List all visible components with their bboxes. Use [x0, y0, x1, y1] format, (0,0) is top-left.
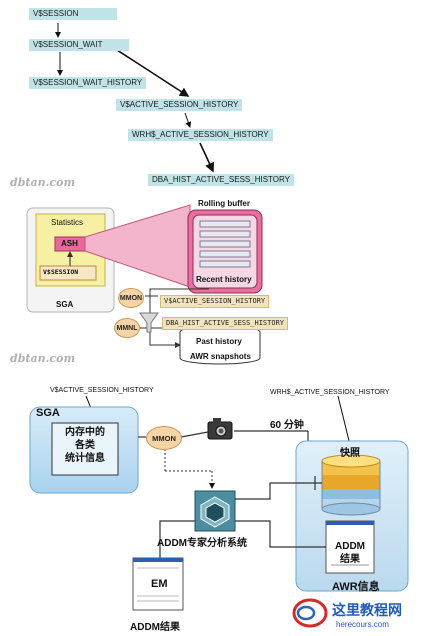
- dba-hist-active-sess-history-tag: DBA_HIST_ACTIVE_SESS_HISTORY: [162, 317, 289, 330]
- ash-diagram-shapes: [26, 204, 263, 365]
- mmnl-process: MMNL: [114, 318, 140, 338]
- logo-url: herecours.com: [336, 620, 389, 629]
- wrh-active-session-history-caption: WRH$_ACTIVE_SESSION_HISTORY: [270, 389, 390, 396]
- dba-hist-active-sess-history-box: DBA_HIST_ACTIVE_SESS_HISTORY: [148, 174, 294, 186]
- awr-info-label: AWR信息: [332, 581, 380, 593]
- v-active-session-history-box: V$ACTIVE_SESSION_HISTORY: [116, 99, 243, 111]
- watermark: dbtan.com: [10, 352, 76, 365]
- sga-label: SGA: [56, 300, 74, 309]
- flow-arrows: [55, 23, 214, 173]
- v-session-box: V$SESSION: [29, 8, 117, 20]
- statistics-label: Statistics: [51, 218, 84, 227]
- v-active-session-history-tag: V$ACTIVE_SESSION_HISTORY: [160, 295, 270, 308]
- recent-history-label: Recent history: [196, 275, 252, 284]
- watermark: dbtan.com: [10, 176, 76, 189]
- snapshot-label: 快照: [340, 448, 360, 459]
- sga-title: SGA: [36, 407, 60, 419]
- rolling-buffer-label: Rolling buffer: [198, 199, 250, 208]
- v-active-session-history-caption: V$ACTIVE_SESSION_HISTORY: [50, 387, 154, 394]
- ash-label: ASH: [61, 239, 78, 248]
- mmon-process-node: MMON: [146, 426, 182, 450]
- awr-diagram-shapes: [29, 395, 409, 628]
- logo-name: 这里教程网: [332, 602, 402, 618]
- addm-expert-label: ADDM专家分析系统: [157, 538, 247, 549]
- wrh-active-session-history-box: WRH$_ACTIVE_SESSION_HISTORY: [128, 129, 273, 141]
- em-label: EM: [151, 578, 168, 590]
- v-session-label: V$SESSION: [43, 268, 79, 276]
- mmon-process: MMON: [118, 288, 144, 308]
- addm-results-label: ADDM 结果: [335, 541, 365, 565]
- awr-snapshots-label: AWR snapshots: [190, 352, 251, 361]
- addm-result-caption: ADDM结果: [130, 622, 180, 633]
- v-session-wait-history-box: V$SESSION_WAIT_HISTORY: [29, 77, 147, 89]
- past-history-label: Past history: [196, 337, 242, 346]
- memory-stats-label: 内存中的 各类 统计信息: [65, 427, 105, 464]
- v-session-wait-box: V$SESSION_WAIT: [29, 39, 129, 51]
- interval-label: 60 分钟: [270, 420, 304, 431]
